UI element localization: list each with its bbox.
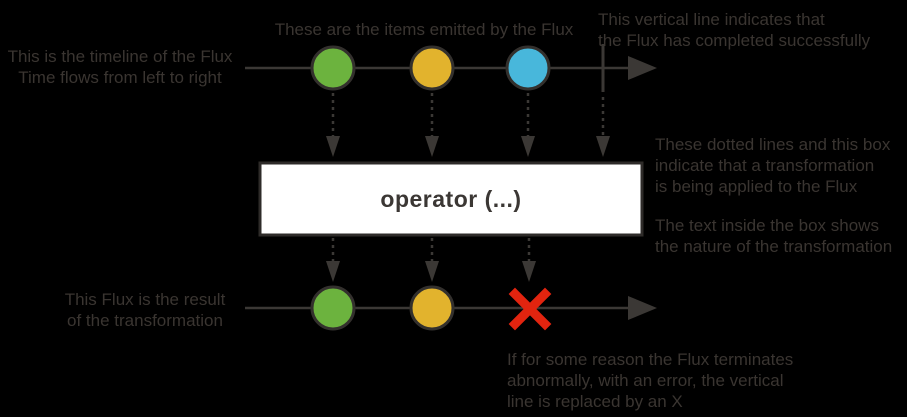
note-error: If for some reason the Flux terminates a… (507, 350, 794, 411)
note-complete: This vertical line indicates that the Fl… (598, 10, 871, 50)
source-timeline-arrowhead-icon (628, 56, 657, 80)
operator-box (258, 161, 644, 237)
note-box-text: The text inside the box shows the nature… (655, 216, 893, 256)
error-x-stroke (508, 287, 552, 331)
error-x-icon (508, 287, 552, 331)
note-timeline: This is the timeline of the Flux Time fl… (7, 47, 233, 87)
down-arrowhead-icon (521, 136, 535, 157)
down-arrowhead-icon (326, 136, 340, 157)
source-marble-blue (505, 45, 551, 91)
down-arrowhead-icon (425, 136, 439, 157)
note-result: This Flux is the result of the transform… (64, 290, 226, 330)
down-arrowhead-icon (522, 261, 536, 282)
note-items-emitted: These are the items emitted by the Flux (274, 20, 574, 39)
down-arrowhead-icon (596, 136, 610, 157)
operator-to-result-arrows (326, 238, 536, 282)
result-marble-yellow (409, 285, 455, 331)
down-arrowhead-icon (326, 261, 340, 282)
note-transformation: These dotted lines and this box indicate… (655, 135, 891, 196)
operator-label: operator (...) (380, 185, 522, 212)
result-marble-green (310, 285, 356, 331)
down-arrowhead-icon (425, 261, 439, 282)
source-to-operator-arrows (326, 93, 610, 157)
source-marble-green (310, 45, 356, 91)
source-marble-yellow (409, 45, 455, 91)
result-timeline-arrowhead-icon (628, 296, 657, 320)
